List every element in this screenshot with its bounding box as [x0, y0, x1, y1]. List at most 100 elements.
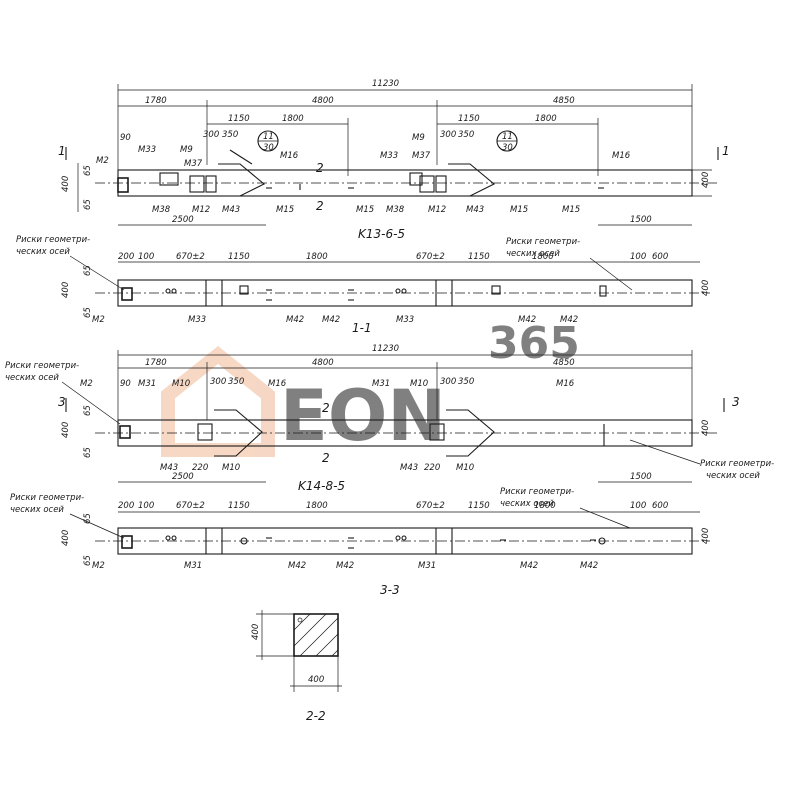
- mark-label: M42: [288, 561, 306, 571]
- sec-dim: 200: [118, 501, 134, 511]
- mark-label: M43: [400, 463, 418, 473]
- axis-note: ческих осей: [506, 249, 560, 259]
- section-width: 400: [308, 675, 324, 685]
- axis-note: Риски геометри-: [700, 459, 774, 469]
- mark-label: M16: [612, 151, 631, 161]
- watermark-word: EON: [280, 375, 446, 457]
- edge-dim: 65: [83, 555, 93, 566]
- sec-dim: 600: [652, 252, 668, 262]
- sec-dim: 1150: [468, 501, 490, 511]
- small-dim: 300: [210, 377, 226, 387]
- span-dim: 1780: [145, 96, 167, 106]
- axis-note: Риски геометри-: [500, 487, 574, 497]
- small-dim: 220: [424, 463, 440, 473]
- overall-length: 11230: [372, 79, 399, 89]
- base-dim: 1500: [630, 472, 652, 482]
- edge-dim: 400: [61, 530, 71, 546]
- mark-label: M15: [276, 205, 294, 215]
- small-dim: 350: [458, 130, 474, 140]
- edge-dim: 65: [83, 199, 93, 210]
- section-1-1: Риски геометри- ческих осей Риски геомет…: [16, 235, 711, 335]
- base-dim: 1500: [630, 215, 652, 225]
- span-dim: 4850: [553, 358, 575, 368]
- mark-label: M31: [138, 379, 156, 389]
- section-mark: 3: [732, 395, 740, 409]
- top-elevation: 11230 1780 4800 4850 1150 1800 1150 1800…: [58, 79, 730, 241]
- edge-dim: 400: [61, 282, 71, 298]
- mark-label: M10: [172, 379, 190, 389]
- mark-label: M37: [412, 151, 431, 161]
- sec-dim: 100: [138, 501, 154, 511]
- end-height: 400: [701, 172, 711, 188]
- sec-dim: 100: [630, 501, 646, 511]
- sec-dim: 1800: [306, 252, 328, 262]
- mark-label: M15: [510, 205, 528, 215]
- edge-dim: 65: [83, 165, 93, 176]
- mark-label: M33: [396, 315, 414, 325]
- mark-label: M42: [286, 315, 304, 325]
- sec-dim: 1800: [306, 501, 328, 511]
- sec-dim: 100: [630, 252, 646, 262]
- small-dim: 220: [192, 463, 208, 473]
- sec-dim: 600: [652, 501, 668, 511]
- edge-dim: 65: [83, 265, 93, 276]
- sub-dim: 1150: [228, 114, 250, 124]
- section-3-3: Риски геометри- ческих осей Риски геомет…: [10, 487, 711, 597]
- mark-label: M16: [556, 379, 575, 389]
- small-dim: 300: [440, 377, 456, 387]
- mark-label: M31: [418, 561, 436, 571]
- sec-dim: 670±2: [416, 501, 445, 511]
- axis-note: ческих осей: [500, 499, 554, 509]
- watermark-brand: 365: [488, 318, 580, 369]
- edge-dim: 400: [61, 176, 71, 192]
- mark-label: M15: [356, 205, 374, 215]
- sub-dim: 1800: [282, 114, 304, 124]
- mark-label: M12: [428, 205, 446, 215]
- view-mark: 2: [316, 199, 324, 213]
- axis-note: Риски геометри-: [5, 361, 79, 371]
- mark-label: M43: [222, 205, 240, 215]
- sec-dim: 1150: [468, 252, 490, 262]
- base-dim: 2500: [172, 472, 194, 482]
- axis-note: Риски геометри-: [16, 235, 90, 245]
- axis-note: ческих осей: [16, 247, 70, 257]
- mark-label: M10: [410, 379, 428, 389]
- axis-note: ческих осей: [706, 471, 760, 481]
- axis-note: Риски геометри-: [10, 493, 84, 503]
- mark-label: M9: [180, 145, 193, 155]
- mark-label: M42: [322, 315, 340, 325]
- sec-dim: 100: [138, 252, 154, 262]
- sec-dim: 1150: [228, 501, 250, 511]
- end-height: 400: [701, 528, 711, 544]
- mark-label: M9: [412, 133, 425, 143]
- mark-label: M37: [184, 159, 203, 169]
- small-dim: 350: [222, 130, 238, 140]
- mark-label: 90: [120, 133, 131, 143]
- mark-label: M42: [580, 561, 598, 571]
- small-dim: 350: [228, 377, 244, 387]
- mark-label: M31: [372, 379, 390, 389]
- mid-elevation: 11230 1780 4800 4850 Риски геометри- чес…: [5, 344, 774, 493]
- sec-dim: 200: [118, 252, 134, 262]
- span-dim: 4800: [312, 96, 334, 106]
- span-dim: 1780: [145, 358, 167, 368]
- section-mark: 1: [58, 144, 66, 158]
- view-mark: 2: [322, 401, 330, 415]
- drawing-title: K14-8-5: [298, 479, 345, 493]
- mark-label: M2: [92, 315, 105, 325]
- span-dim: 4800: [312, 358, 334, 368]
- mark-label: M33: [380, 151, 398, 161]
- callout-label: 30: [502, 143, 513, 153]
- mark-label: M10: [222, 463, 240, 473]
- end-height: 400: [701, 280, 711, 296]
- mark-label: M42: [336, 561, 354, 571]
- section-mark: 3: [58, 395, 66, 409]
- section-mark: 1: [722, 144, 730, 158]
- overall-length: 11230: [372, 344, 399, 354]
- edge-dim: 65: [83, 405, 93, 416]
- mark-label: M42: [560, 315, 578, 325]
- mark-label: M2: [96, 156, 109, 166]
- mark-label: M42: [518, 315, 536, 325]
- mark-label: M38: [386, 205, 405, 215]
- sec-dim: 670±2: [416, 252, 445, 262]
